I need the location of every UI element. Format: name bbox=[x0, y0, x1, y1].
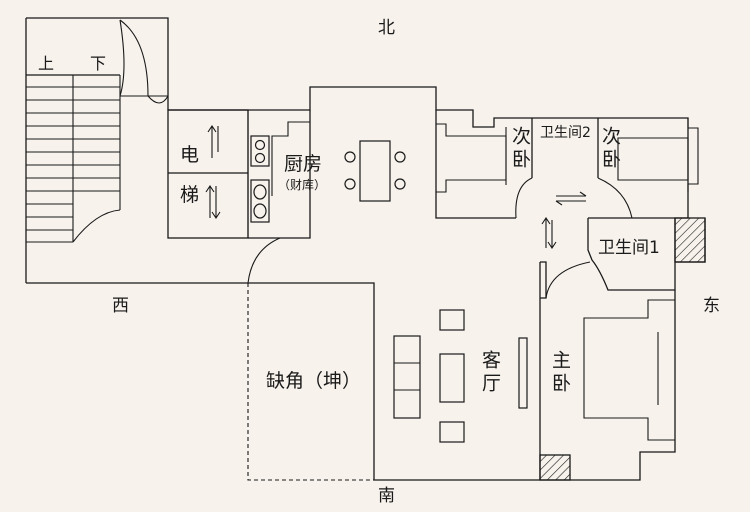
stair-treads bbox=[26, 86, 120, 243]
north-walls bbox=[168, 86, 689, 284]
east-label: 东 bbox=[703, 296, 720, 316]
north-label: 北 bbox=[378, 18, 395, 38]
bathroom-1-label: 卫生间1 bbox=[598, 238, 660, 258]
bathroom-2-label: 卫生间2 bbox=[540, 125, 591, 141]
bedroom-left-label: 次卧 bbox=[509, 126, 531, 172]
secondary-bedrooms bbox=[436, 118, 699, 249]
missing-corner-label: 缺角（坤） bbox=[266, 370, 362, 392]
elevator-label-top: 电 bbox=[180, 144, 200, 166]
west-label: 西 bbox=[112, 296, 129, 316]
stair-down-label: 下 bbox=[90, 54, 107, 73]
bathroom-1 bbox=[545, 217, 706, 299]
staircase bbox=[25, 17, 169, 283]
master-bedroom-label: 主卧 bbox=[549, 350, 571, 396]
bedroom-right-label: 次卧 bbox=[599, 126, 621, 172]
kitchen-note: （财库） bbox=[278, 178, 327, 192]
living-room-furniture bbox=[393, 309, 528, 443]
south-label: 南 bbox=[378, 486, 395, 506]
elevator bbox=[167, 109, 249, 239]
kitchen-label: 厨房 bbox=[284, 153, 323, 175]
stair-up-label: 上 bbox=[38, 54, 55, 73]
elevator-label-bottom: 梯 bbox=[180, 184, 200, 206]
south-walls bbox=[26, 218, 706, 481]
living-room-label: 客厅 bbox=[479, 350, 501, 396]
